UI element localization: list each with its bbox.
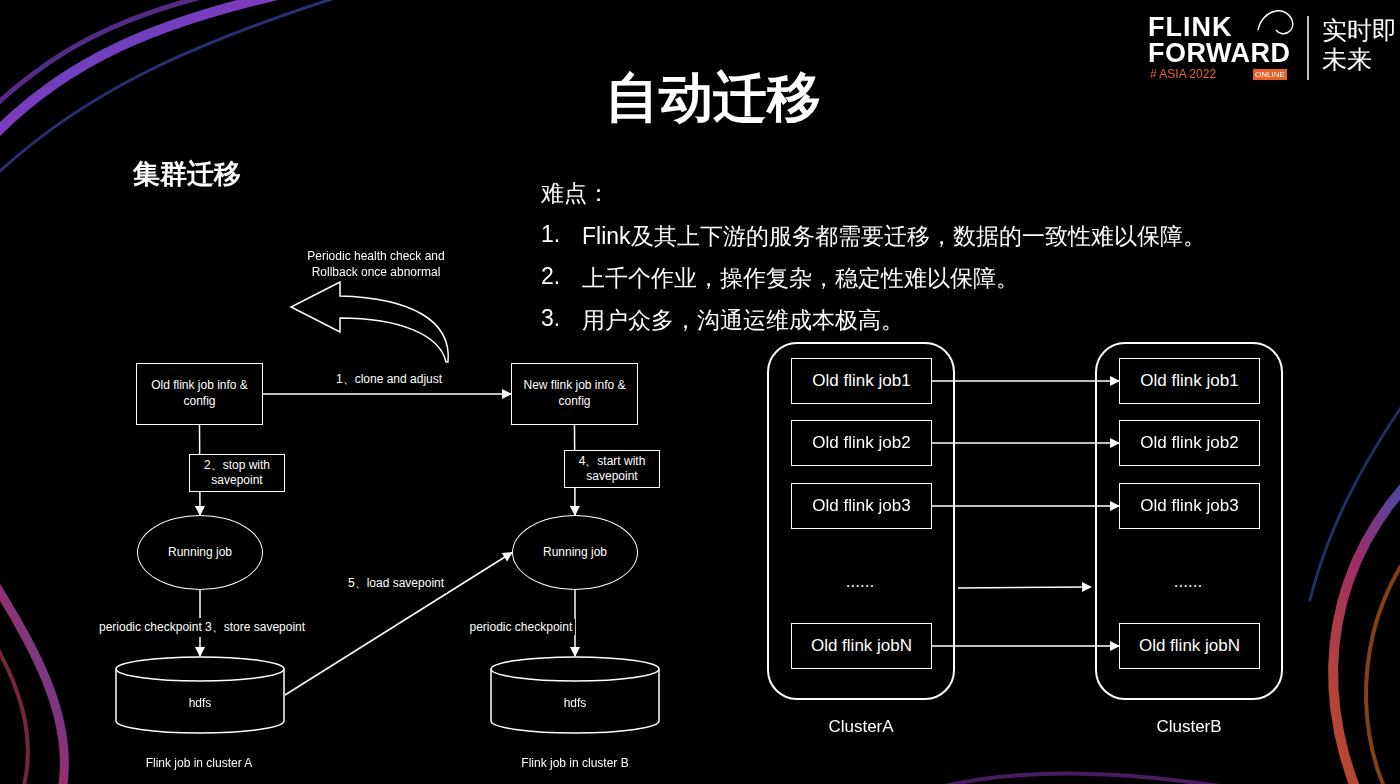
job-box: Old flink job3 [791, 483, 932, 529]
config-box: Old flink job info & config [136, 363, 263, 425]
node-text: Running job [168, 545, 232, 561]
ellipsis: ...... [1171, 572, 1205, 592]
logo-text: FORWARD [1148, 38, 1291, 69]
storage-cylinder: hdfs [490, 656, 660, 734]
list-number: 1. [541, 221, 560, 248]
connector-arrow [932, 442, 1119, 444]
connector-arrow [932, 380, 1119, 382]
slide-title: 自动迁移 [605, 62, 821, 135]
logo-badge: ONLINE [1253, 69, 1287, 80]
section-heading: 集群迁移 [133, 156, 241, 192]
node-text: Old flink jobN [1139, 635, 1240, 657]
logo-subtext: # ASIA 2022 [1150, 67, 1216, 81]
list-number: 3. [541, 305, 560, 332]
edge-label: periodic checkpoint [467, 619, 576, 635]
node-text: hdfs [189, 696, 212, 712]
job-box: Old flink jobN [791, 623, 932, 669]
diagram-caption: Flink job in cluster B [521, 756, 628, 770]
connector-arrow [263, 393, 511, 395]
job-box: Old flink job1 [791, 358, 932, 404]
node-text: Old flink job1 [1140, 370, 1238, 392]
cluster-group: ClusterAOld flink job1Old flink job2Old … [767, 342, 955, 700]
list-item: 上千个作业，操作复杂，稳定性难以保障。 [582, 263, 1019, 294]
node-text: Old flink job3 [812, 495, 910, 517]
node-text: ClusterA [828, 716, 893, 738]
edge-label: periodic checkpoint 3、store savepoint [96, 618, 308, 637]
edge-label: 5、load savepoint [345, 574, 447, 593]
node-text: Old flink job2 [812, 432, 910, 454]
job-box: Old flink job3 [1119, 483, 1260, 529]
ellipsis-arrow [958, 587, 1084, 588]
list-item: Flink及其上下游的服务都需要迁移，数据的一致性难以保障。 [582, 221, 1206, 252]
job-ellipse: Running job [512, 515, 638, 590]
node-text: ClusterB [1156, 716, 1221, 738]
node-text: New flink job info & config [520, 378, 629, 409]
logo-squirrel [1258, 11, 1293, 34]
node-text: hdfs [564, 696, 587, 712]
job-box: Old flink job2 [1119, 420, 1260, 466]
node-text: Old flink jobN [811, 635, 912, 657]
list-item: 用户众多，沟通运维成本极高。 [582, 305, 904, 336]
node-text: Old flink job2 [1140, 432, 1238, 454]
storage-cylinder: hdfs [115, 656, 285, 734]
node-text: Old flink job1 [812, 370, 910, 392]
difficulty-heading: 难点： [541, 178, 610, 209]
edge-label: 2、stop with savepoint [189, 454, 285, 492]
diagram-caption: Flink job in cluster A [146, 756, 253, 770]
list-number: 2. [541, 263, 560, 290]
job-ellipse: Running job [137, 515, 263, 590]
node-text: Old flink job3 [1140, 495, 1238, 517]
job-box: Old flink jobN [1119, 623, 1260, 669]
config-box: New flink job info & config [511, 363, 638, 425]
node-text: Old flink job info & config [145, 378, 254, 409]
connector-arrow [932, 505, 1119, 507]
connector-arrow [932, 645, 1119, 647]
cylinder-outline [490, 656, 660, 734]
logo-slogan: 实时即未来 [1322, 16, 1397, 74]
ellipsis-arrowhead [1082, 582, 1092, 592]
edge-label: 1、clone and adjust [333, 370, 445, 389]
edge-label: 4、start with savepoint [564, 450, 660, 488]
rollback-hollow-arrow [291, 282, 448, 362]
cylinder-outline [115, 656, 285, 734]
node-text: Running job [543, 545, 607, 561]
logo-divider [1307, 16, 1309, 80]
cluster-group: ClusterBOld flink job1Old flink job2Old … [1095, 342, 1283, 700]
job-box: Old flink job2 [791, 420, 932, 466]
job-box: Old flink job1 [1119, 358, 1260, 404]
ellipsis: ...... [843, 572, 877, 592]
arrow-caption: Periodic health check and Rollback once … [291, 249, 461, 280]
